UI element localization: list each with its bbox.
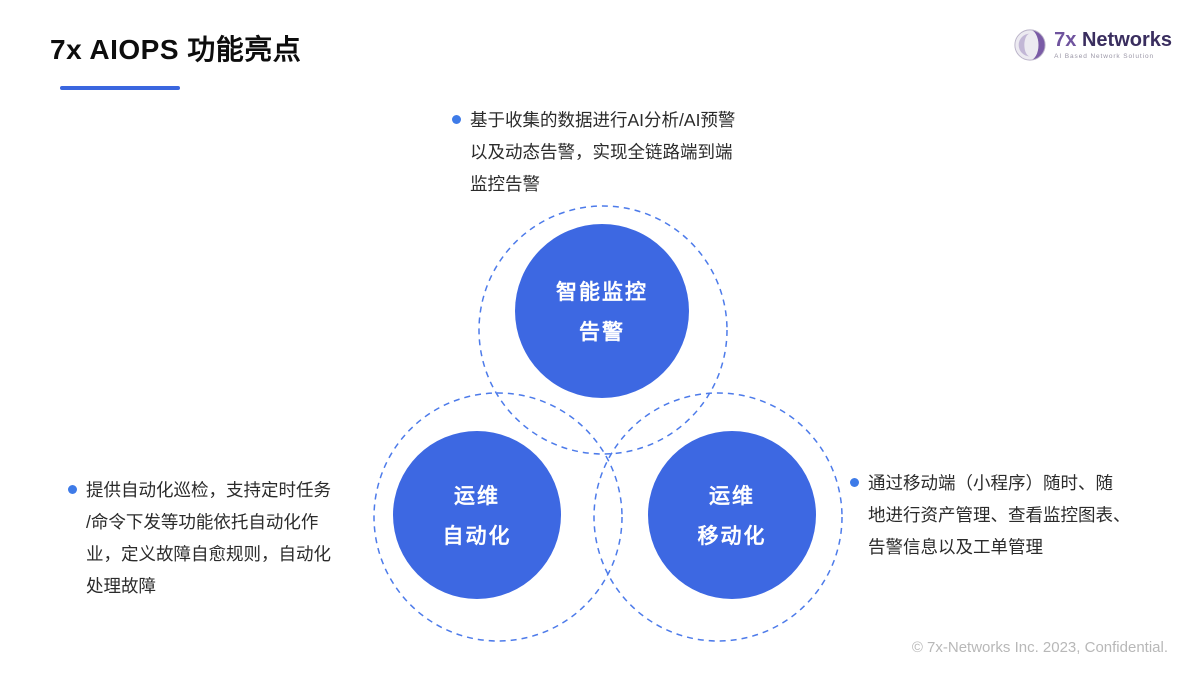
dashed-circle-top — [478, 205, 728, 455]
copyright-text: © 7x-Networks Inc. 2023, Confidential. — [911, 639, 1168, 656]
node-label-line: 智能监控 — [556, 281, 648, 304]
logo-globe-icon — [1014, 29, 1046, 61]
note-line: 以及动态告警，实现全链路端到端 — [470, 142, 733, 162]
node-label-line: 自动化 — [442, 525, 512, 548]
dashed-circle-bottom-right — [593, 392, 843, 642]
note-line: 监控告警 — [470, 174, 540, 194]
node-smart-monitoring-alert: 智能监控 告警 — [515, 224, 689, 398]
note-line: 处理故障 — [86, 576, 156, 596]
note-monitoring: 基于收集的数据进行AI分析/AI预警 以及动态告警，实现全链路端到端 监控告警 — [452, 104, 735, 200]
note-mobility: 通过移动端（小程序）随时、随 地进行资产管理、查看监控图表、 告警信息以及工单管… — [850, 467, 1131, 563]
node-label-line: 告警 — [579, 321, 625, 344]
bullet-dot-icon — [452, 115, 461, 124]
note-line: /命令下发等功能依托自动化作 — [86, 512, 319, 532]
brand-logo: 7x Networks AI Based Network Solution — [1013, 28, 1172, 62]
logo-name: 7x Networks — [1054, 29, 1172, 51]
node-label-line: 移动化 — [697, 525, 767, 548]
note-line: 告警信息以及工单管理 — [868, 537, 1043, 557]
page-title: 7x AIOPS 功能亮点 — [50, 34, 302, 65]
dashed-circle-bottom-left — [373, 392, 623, 642]
note-text: 基于收集的数据进行AI分析/AI预警 以及动态告警，实现全链路端到端 监控告警 — [470, 104, 735, 200]
node-ops-automation: 运维 自动化 — [393, 431, 561, 599]
node-label-line: 运维 — [454, 485, 500, 508]
note-line: 业，定义故障自愈规则，自动化 — [86, 544, 331, 564]
note-line: 通过移动端（小程序）随时、随 — [868, 473, 1113, 493]
logo-text: 7x Networks AI Based Network Solution — [1054, 29, 1172, 60]
node-ops-mobility: 运维 移动化 — [648, 431, 816, 599]
note-line: 提供自动化巡检，支持定时任务 — [86, 480, 331, 500]
logo-brand-7x: 7x — [1054, 29, 1077, 52]
note-line: 基于收集的数据进行AI分析/AI预警 — [470, 110, 736, 130]
logo-brand-networks: Networks — [1081, 29, 1172, 52]
bullet-dot-icon — [68, 485, 77, 494]
logo-tagline: AI Based Network Solution — [1054, 53, 1154, 61]
title-underline — [60, 86, 180, 90]
bullet-dot-icon — [850, 478, 859, 487]
note-text: 通过移动端（小程序）随时、随 地进行资产管理、查看监控图表、 告警信息以及工单管… — [868, 467, 1131, 563]
note-line: 地进行资产管理、查看监控图表、 — [868, 505, 1131, 525]
node-label-line: 运维 — [709, 485, 755, 508]
note-text: 提供自动化巡检，支持定时任务 /命令下发等功能依托自动化作 业，定义故障自愈规则… — [86, 474, 331, 602]
note-automation: 提供自动化巡检，支持定时任务 /命令下发等功能依托自动化作 业，定义故障自愈规则… — [68, 474, 331, 602]
